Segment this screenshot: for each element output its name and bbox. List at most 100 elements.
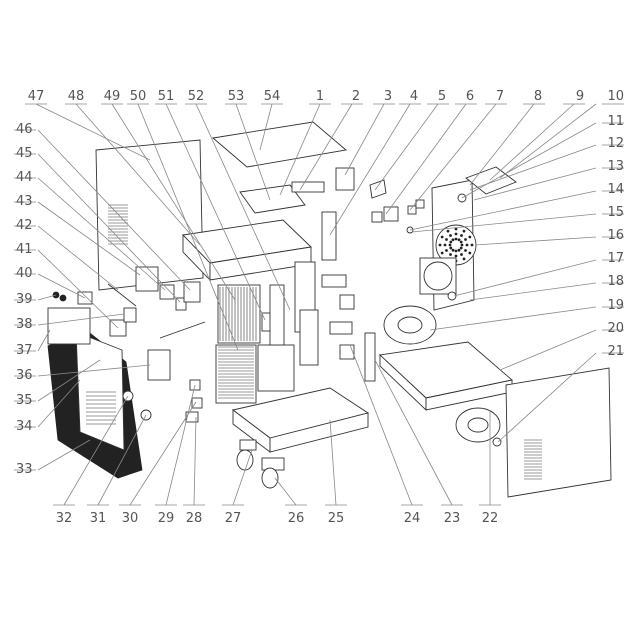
leader-line-53 bbox=[235, 103, 271, 201]
screw-21 bbox=[492, 437, 502, 447]
leader-line-54 bbox=[259, 103, 273, 151]
vertical-board bbox=[321, 211, 337, 261]
leader-line-6 bbox=[385, 103, 467, 215]
control-pcb bbox=[239, 184, 306, 214]
leader-line-15 bbox=[411, 213, 597, 233]
callout-12: 12 bbox=[607, 136, 624, 151]
callout-49: 49 bbox=[104, 89, 121, 104]
leader-line-42 bbox=[37, 225, 119, 291]
callout-13: 13 bbox=[607, 159, 624, 174]
transformer bbox=[335, 167, 355, 191]
leader-line-19 bbox=[429, 306, 597, 331]
leader-line-18 bbox=[469, 282, 597, 301]
leader-line-25 bbox=[329, 419, 337, 506]
callout-7: 7 bbox=[496, 89, 504, 104]
leader-line-52 bbox=[195, 103, 291, 311]
shunt-rod bbox=[159, 321, 206, 339]
callout-28: 28 bbox=[186, 511, 203, 526]
callout-26: 26 bbox=[288, 511, 305, 526]
callout-2: 2 bbox=[352, 89, 360, 104]
leader-line-9 bbox=[489, 103, 575, 181]
leader-line-36 bbox=[37, 364, 151, 377]
leader-line-23 bbox=[374, 359, 453, 506]
callout-1: 1 bbox=[316, 89, 324, 104]
leader-line-24 bbox=[349, 344, 413, 506]
callout-21: 21 bbox=[607, 344, 624, 359]
capacitor-strip bbox=[291, 181, 325, 193]
callout-39: 39 bbox=[16, 292, 33, 307]
leader-line-40 bbox=[37, 273, 86, 299]
leader-line-20 bbox=[499, 329, 597, 371]
callout-16: 16 bbox=[607, 228, 624, 243]
chassis-base bbox=[231, 387, 370, 453]
callout-33: 33 bbox=[16, 462, 33, 477]
callout-18: 18 bbox=[607, 274, 624, 289]
callout-30: 30 bbox=[122, 511, 139, 526]
callout-19: 19 bbox=[607, 298, 624, 313]
clip-b bbox=[415, 199, 425, 209]
leader-line-11 bbox=[461, 122, 597, 199]
leader-line-14 bbox=[409, 190, 597, 231]
contactor-b bbox=[339, 344, 355, 360]
caster-upper bbox=[236, 439, 257, 471]
leader-line-38 bbox=[37, 313, 125, 326]
leader-line-43 bbox=[37, 201, 141, 276]
callout-42: 42 bbox=[16, 218, 33, 233]
callout-29: 29 bbox=[158, 511, 175, 526]
callout-27: 27 bbox=[225, 511, 242, 526]
caster-lower bbox=[261, 457, 285, 489]
right-side-cover bbox=[505, 367, 612, 498]
display-board bbox=[47, 307, 91, 345]
leader-line-30 bbox=[129, 401, 197, 506]
callout-50: 50 bbox=[130, 89, 147, 104]
terminal-38 bbox=[123, 307, 137, 323]
terminal-30 bbox=[191, 397, 203, 409]
leader-line-34 bbox=[37, 379, 81, 428]
leader-line-3 bbox=[344, 103, 385, 176]
leader-line-28 bbox=[193, 416, 197, 506]
leader-line-1 bbox=[279, 103, 321, 196]
callout-35: 35 bbox=[16, 393, 33, 408]
leader-line-46 bbox=[37, 129, 191, 291]
transformer-36 bbox=[147, 349, 171, 381]
callout-14: 14 bbox=[607, 182, 624, 197]
callout-31: 31 bbox=[90, 511, 107, 526]
leader-line-29 bbox=[165, 384, 196, 506]
leader-line-50 bbox=[137, 103, 239, 351]
callout-40: 40 bbox=[16, 266, 33, 281]
callout-10: 10 bbox=[607, 89, 624, 104]
knob-panel bbox=[135, 266, 159, 292]
leader-line-31 bbox=[97, 414, 147, 506]
leader-line-27 bbox=[232, 449, 253, 506]
fan-blade bbox=[423, 261, 453, 291]
leader-line-21 bbox=[497, 352, 597, 443]
callout-54: 54 bbox=[264, 89, 281, 104]
callout-8: 8 bbox=[534, 89, 542, 104]
callout-4: 4 bbox=[410, 89, 418, 104]
callout-9: 9 bbox=[576, 89, 584, 104]
callout-15: 15 bbox=[607, 205, 624, 220]
heat-sink-lower bbox=[215, 344, 257, 404]
small-bracket-a bbox=[369, 179, 387, 199]
leader-line-45 bbox=[37, 153, 181, 303]
callout-5: 5 bbox=[438, 89, 446, 104]
leader-line-47 bbox=[35, 103, 151, 161]
leader-line-33 bbox=[37, 439, 91, 471]
knob-39-b bbox=[59, 294, 67, 302]
leader-line-44 bbox=[37, 177, 166, 291]
contactor-a bbox=[339, 294, 355, 310]
callout-44: 44 bbox=[16, 170, 33, 185]
callout-38: 38 bbox=[16, 317, 33, 332]
callout-24: 24 bbox=[404, 511, 421, 526]
callout-52: 52 bbox=[188, 89, 205, 104]
bracket-46 bbox=[183, 281, 201, 303]
terminal-block-b bbox=[329, 321, 353, 335]
callout-32: 32 bbox=[56, 511, 73, 526]
leader-line-35 bbox=[37, 359, 101, 402]
small-bracket-b bbox=[371, 211, 383, 223]
leader-line-13 bbox=[473, 167, 597, 201]
leader-line-17 bbox=[453, 259, 597, 297]
leader-line-8 bbox=[469, 103, 535, 186]
